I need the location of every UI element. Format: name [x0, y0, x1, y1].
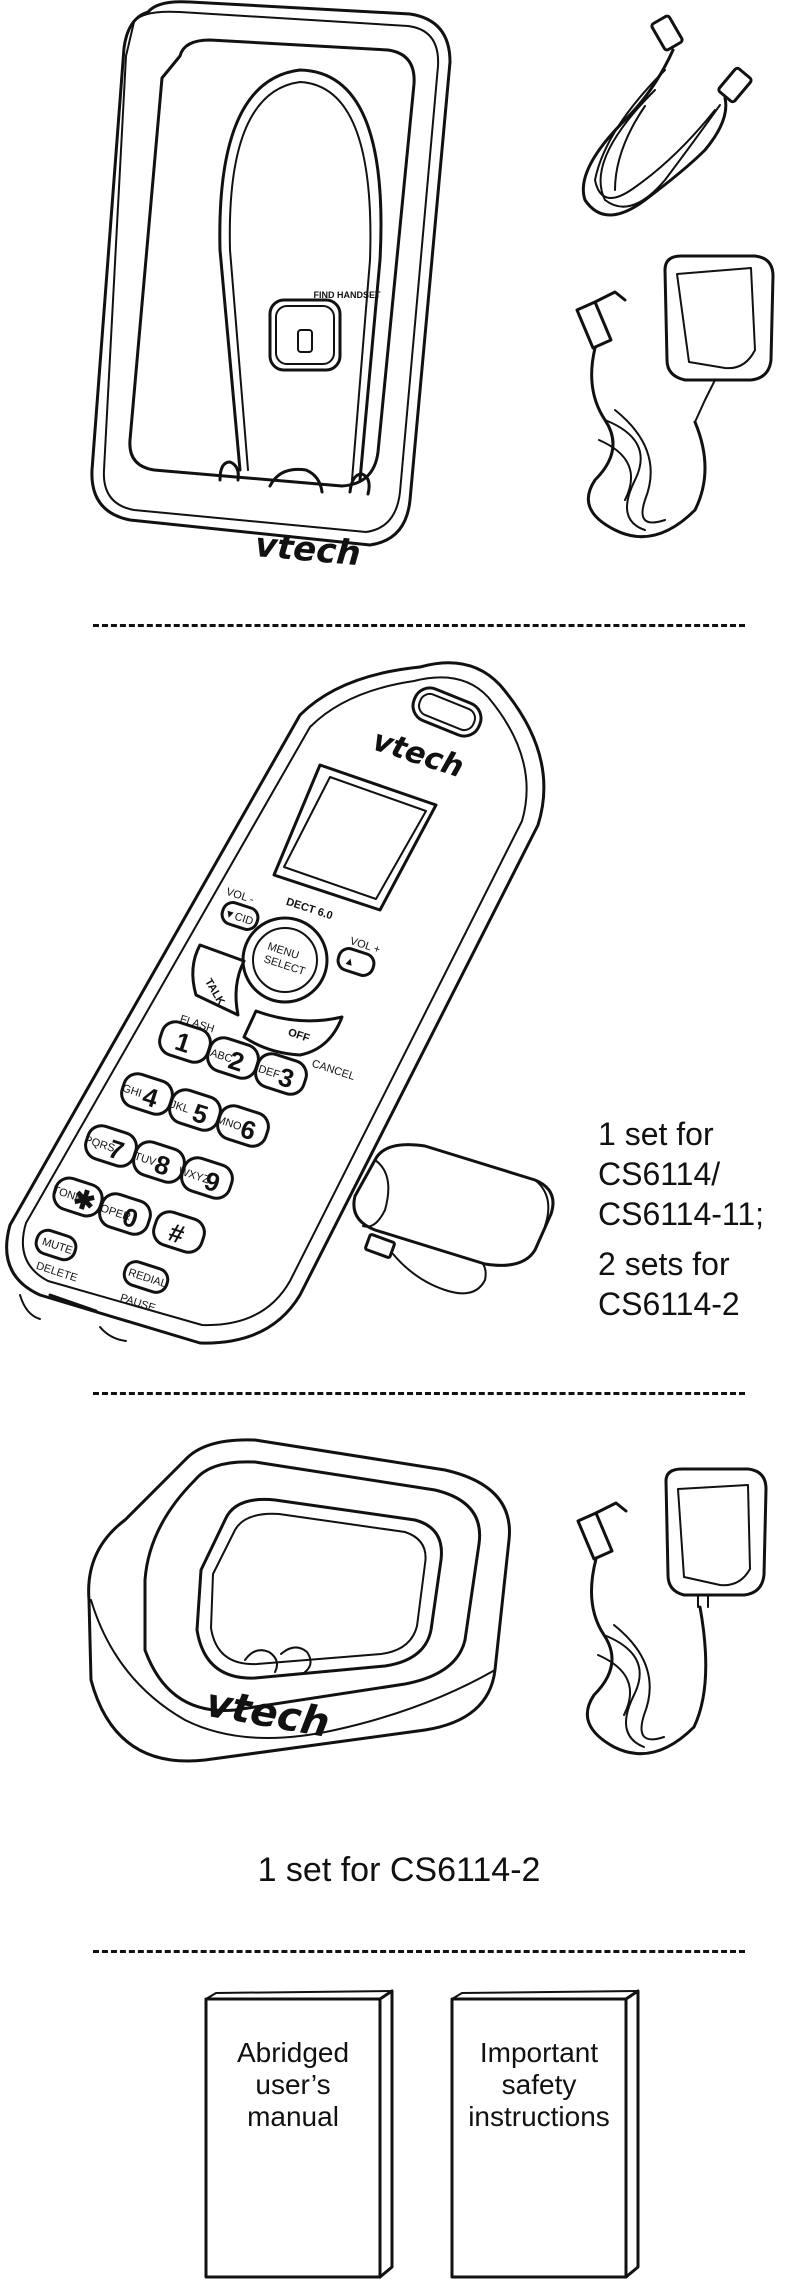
svg-text:7: 7 [105, 1133, 128, 1166]
battery-pack-illustration [335, 1130, 565, 1330]
handset-charger-illustration: vtech [85, 1430, 525, 1810]
caption-line-2: CS6114/ [598, 1156, 721, 1192]
booklet-left-line-1: Abridged [236, 2037, 350, 2068]
cancel-label: CANCEL [310, 1058, 356, 1083]
charger-logo: vtech [202, 1680, 333, 1747]
charger-power-adapter-illustration [548, 1465, 778, 1785]
find-handset-label: FIND HANDSET [313, 290, 381, 300]
cordless-handset-illustration: vtech DECT 6.0 MENU SELECT ▼CID VOL - ▲ … [0, 655, 570, 1355]
caption-line-5: CS6114-2 [598, 1286, 740, 1322]
booklet-left-line-2: user’s [255, 2069, 331, 2100]
section-divider-1 [93, 624, 745, 627]
key-8: TUV 8 [132, 1140, 186, 1184]
key-4: GHI 4 [120, 1072, 174, 1116]
svg-text:0: 0 [119, 1201, 142, 1234]
telephone-line-cord-illustration [545, 10, 785, 240]
svg-text:9: 9 [201, 1165, 224, 1198]
caption-line-3: CS6114-11; [598, 1196, 765, 1232]
caption-line-4: 2 sets for [598, 1246, 730, 1282]
abridged-manual-booklet: Abridged user’s manual [196, 1985, 406, 2281]
key-hash: # [152, 1210, 206, 1254]
svg-text:#: # [165, 1217, 189, 1250]
talk-key-label: TALK [202, 977, 227, 1008]
section-divider-3 [93, 1950, 745, 1953]
svg-text:6: 6 [237, 1113, 260, 1146]
mute-key: MUTE DELETE [35, 1228, 79, 1285]
booklet-right-line-2: safety [501, 2069, 577, 2100]
svg-text:8: 8 [151, 1149, 174, 1182]
caption-line-1: 1 set for [598, 1116, 714, 1152]
booklet-right-line-1: Important [479, 2037, 599, 2068]
key-5: JKL 5 [168, 1088, 222, 1132]
key-0: OPER 0 [98, 1192, 152, 1236]
up-key-label: ▲ [342, 955, 356, 970]
key-3: DEF 3 [254, 1052, 308, 1096]
section-divider-2 [93, 1392, 745, 1395]
key-7: PQRS 7 [83, 1124, 138, 1168]
svg-text:JKL: JKL [169, 1098, 191, 1115]
svg-text:4: 4 [139, 1081, 163, 1114]
off-key-label: OFF [286, 1027, 311, 1045]
svg-text:DELETE: DELETE [35, 1260, 79, 1285]
key-star: TONE ✱ [51, 1176, 104, 1218]
svg-text:1: 1 [171, 1026, 194, 1059]
booklet-left-line-3: manual [247, 2101, 339, 2132]
telephone-base-illustration: vtech FIND HANDSET [70, 0, 490, 570]
power-adapter-illustration [555, 250, 785, 570]
svg-text:PAUSE: PAUSE [119, 1292, 157, 1315]
booklet-right-line-3: instructions [468, 2101, 610, 2132]
redial-key: REDIAL PAUSE [119, 1260, 170, 1315]
svg-text:2: 2 [225, 1045, 248, 1078]
safety-instructions-booklet: Important safety instructions [448, 1985, 658, 2281]
svg-text:5: 5 [189, 1097, 212, 1130]
svg-text:3: 3 [275, 1061, 298, 1094]
handset-caption: 1 set for CS6114/ CS6114-11; 2 sets for … [598, 1114, 788, 1324]
svg-text:GHI: GHI [121, 1082, 143, 1099]
base-logo: vtech [253, 525, 362, 570]
charger-caption: 1 set for CS6114-2 [257, 1851, 541, 1889]
key-6: MNO 6 [215, 1104, 270, 1148]
